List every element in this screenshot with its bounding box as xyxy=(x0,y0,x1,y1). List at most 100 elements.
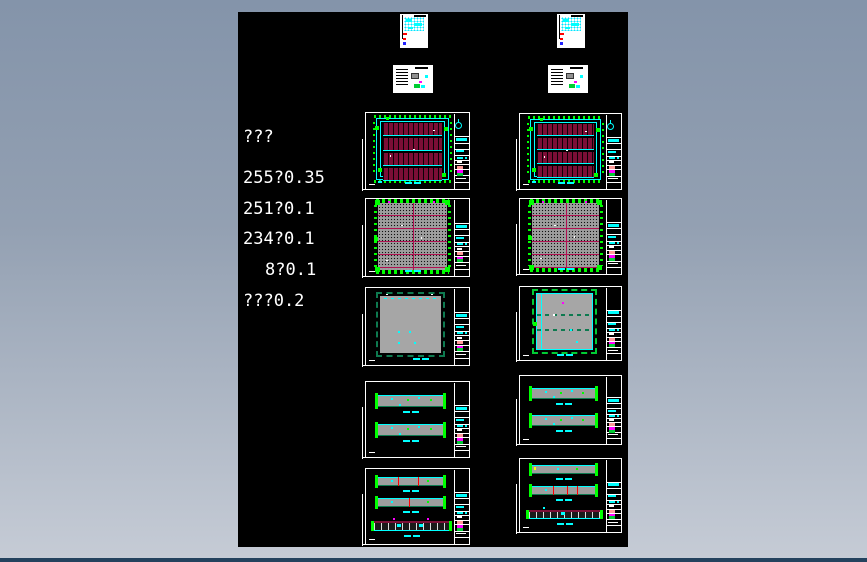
roof-line xyxy=(537,329,592,331)
titleblock-line xyxy=(455,242,469,243)
titleblock-mark xyxy=(457,429,462,431)
detail-dot xyxy=(397,524,401,527)
titleblock-line xyxy=(455,318,469,319)
titleblock-line xyxy=(607,525,621,526)
titleblock-line xyxy=(455,524,469,525)
detail-dot xyxy=(430,428,432,430)
detail-dot xyxy=(571,390,573,392)
drawing-caption xyxy=(405,182,421,184)
titleblock-mark xyxy=(457,157,463,159)
titleblock-mark xyxy=(608,236,616,238)
titleblock-divider xyxy=(606,377,607,444)
titleblock-mark xyxy=(456,533,466,534)
titleblock-cyan-bar xyxy=(608,311,619,314)
titleblock-mark xyxy=(608,495,616,497)
hatch-band xyxy=(537,138,594,150)
detail-dot xyxy=(401,225,403,227)
green-tick-col xyxy=(600,205,603,266)
drawing-caption xyxy=(556,430,572,432)
detail-dot xyxy=(565,27,570,29)
titleblock-mark xyxy=(608,151,616,153)
detail-dot xyxy=(386,117,389,120)
elevation-strip xyxy=(532,415,595,426)
detail-dot xyxy=(419,524,423,527)
annotation-line: 255?0.35 xyxy=(243,168,325,188)
titleblock-divider xyxy=(606,288,607,360)
titleblock-line xyxy=(455,515,469,516)
titleblock-mark xyxy=(609,505,614,507)
titleblock-line xyxy=(455,424,469,425)
dashed-perimeter xyxy=(376,292,445,357)
titleblock-mark xyxy=(608,350,618,351)
detail-blob xyxy=(411,73,419,79)
titleblock-line xyxy=(455,405,469,406)
titleblock-mark xyxy=(617,157,619,159)
titleblock-line xyxy=(607,509,621,510)
annotation-line: ??? xyxy=(243,127,274,147)
detail-dot xyxy=(560,419,562,421)
titleblock-line xyxy=(455,262,469,263)
red-column-line xyxy=(577,486,578,495)
drawing-caption xyxy=(557,523,573,525)
drawing-caption xyxy=(404,535,420,537)
detail-dot xyxy=(563,19,569,22)
detail-dot xyxy=(533,322,537,326)
elevation-end-cap xyxy=(529,463,532,476)
hatch-band xyxy=(537,152,594,164)
green-tick-row xyxy=(374,115,451,118)
titleblock-line xyxy=(607,422,621,423)
titleblock-divider xyxy=(454,200,455,276)
titleblock-cyan-bar xyxy=(608,399,619,402)
legend-chip-magenta xyxy=(457,170,463,173)
titleblock-mark xyxy=(457,243,463,245)
drawing-caption xyxy=(558,268,574,270)
margin-line xyxy=(516,139,517,191)
titleblock-line xyxy=(455,223,469,224)
drawing-caption xyxy=(556,403,572,405)
titleblock-mark xyxy=(609,501,615,503)
detail-dot xyxy=(561,512,565,515)
corner-tick xyxy=(369,360,375,361)
floor-plan-right-2 xyxy=(516,198,622,276)
detail-dot xyxy=(582,419,584,421)
green-tick-col xyxy=(602,123,604,176)
titleblock-line xyxy=(607,322,621,323)
floor-plan-left-1 xyxy=(362,112,470,191)
titleblock-line xyxy=(455,537,469,538)
titleblock-line xyxy=(607,414,621,415)
titleblock-mark xyxy=(456,178,466,179)
detail-dot xyxy=(540,118,543,121)
titleblock-mark xyxy=(465,157,467,159)
detail-dot xyxy=(414,342,416,344)
titleblock-line xyxy=(455,428,469,429)
titleblock-mark xyxy=(609,242,615,244)
titleblock-cyan-bar xyxy=(608,224,619,227)
margin-line xyxy=(362,314,363,367)
legend-chip-green xyxy=(457,259,463,262)
titleblock-divider xyxy=(454,470,455,544)
elevation-end-cap xyxy=(443,422,446,438)
detail-dot xyxy=(406,19,412,22)
detail-dot xyxy=(545,391,547,393)
green-tick-col xyxy=(527,123,529,176)
titleblock-line xyxy=(607,245,621,246)
top-bar xyxy=(571,15,583,17)
drawing-caption xyxy=(403,411,419,413)
detail-dot xyxy=(529,127,533,131)
north-arrow xyxy=(455,122,462,129)
titleblock-mark xyxy=(609,333,614,335)
detail-dot xyxy=(444,127,448,131)
legend-chip-pink xyxy=(609,338,615,341)
detail-dot xyxy=(445,267,450,272)
margin-foot xyxy=(362,544,367,545)
detail-dot xyxy=(562,302,564,304)
titleblock-line xyxy=(455,492,469,493)
bottom-edge-bar xyxy=(0,558,867,562)
detail-dot xyxy=(529,200,534,205)
detail-dot xyxy=(427,480,429,482)
titleblock-line xyxy=(607,337,621,338)
elevation-end-cap xyxy=(375,422,378,438)
titleblock-line xyxy=(607,241,621,242)
titleblock-divider xyxy=(606,460,607,532)
